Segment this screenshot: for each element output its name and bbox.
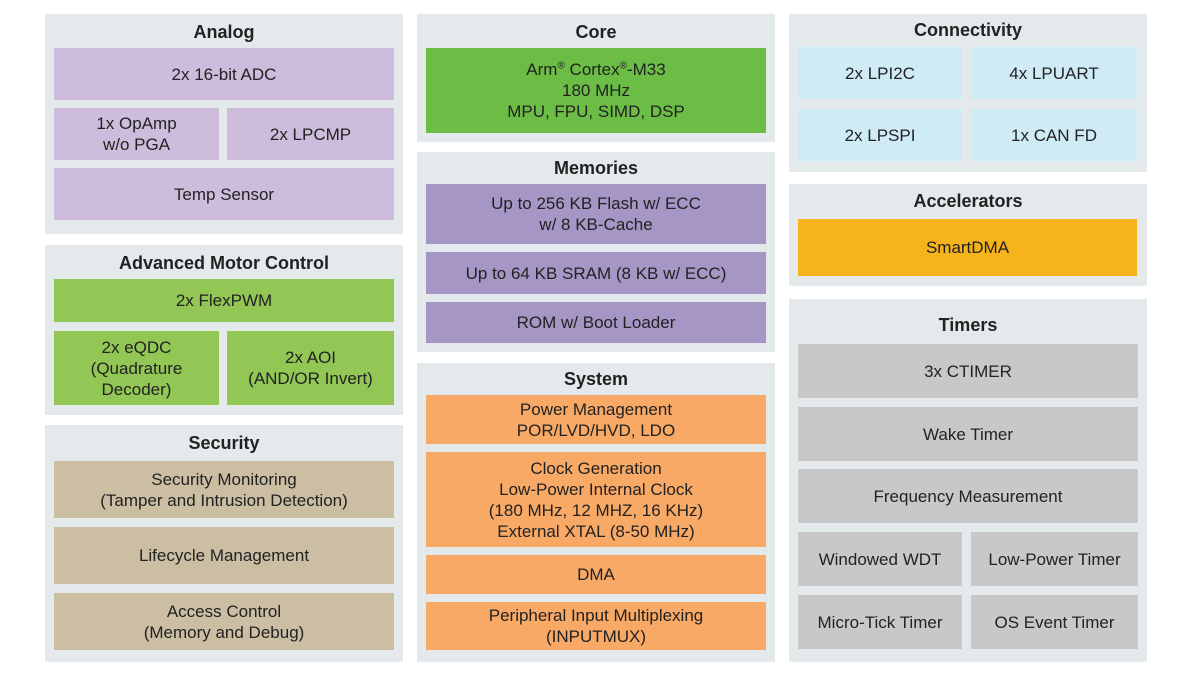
analog-group: Analog 2x 16-bit ADC 1x OpAmp w/o PGA 2x… <box>45 14 403 234</box>
lpi2c-block: 2x LPI2C <box>798 47 962 99</box>
windowed-wdt-block: Windowed WDT <box>798 532 962 586</box>
canfd-block: 1x CAN FD <box>971 109 1137 161</box>
rom-block: ROM w/ Boot Loader <box>426 302 766 343</box>
adc-block: 2x 16-bit ADC <box>54 48 394 100</box>
access-control-block: Access Control (Memory and Debug) <box>54 593 394 650</box>
memories-title: Memories <box>553 158 639 178</box>
lpcmp-block: 2x LPCMP <box>227 108 394 160</box>
timers-title: Timers <box>938 315 998 335</box>
accelerators-group: Accelerators SmartDMA <box>789 184 1147 286</box>
wake-timer-block: Wake Timer <box>798 407 1138 461</box>
security-monitoring-block: Security Monitoring (Tamper and Intrusio… <box>54 461 394 518</box>
cpu-frequency: 180 MHz <box>561 81 631 100</box>
connectivity-title: Connectivity <box>913 20 1023 40</box>
eqdc-block: 2x eQDC (Quadrature Decoder) <box>54 331 219 405</box>
system-title: System <box>563 369 629 389</box>
smartdma-block: SmartDMA <box>798 219 1137 276</box>
cpu-block: Arm® Cortex®-M33 180 MHz MPU, FPU, SIMD,… <box>426 48 766 133</box>
lpspi-block: 2x LPSPI <box>798 109 962 161</box>
inputmux-block: Peripheral Input Multiplexing (INPUTMUX) <box>426 602 766 650</box>
ctimer-block: 3x CTIMER <box>798 344 1138 398</box>
motor-control-title: Advanced Motor Control <box>119 253 329 273</box>
timers-group: Timers 3x CTIMER Wake Timer Frequency Me… <box>789 299 1147 662</box>
clock-generation-block: Clock Generation Low-Power Internal Cloc… <box>426 452 766 547</box>
core-title: Core <box>575 22 617 42</box>
aoi-block: 2x AOI (AND/OR Invert) <box>227 331 394 405</box>
lpuart-block: 4x LPUART <box>971 47 1137 99</box>
low-power-timer-block: Low-Power Timer <box>971 532 1138 586</box>
flash-block: Up to 256 KB Flash w/ ECC w/ 8 KB-Cache <box>426 184 766 244</box>
core-group: Core Arm® Cortex®-M33 180 MHz MPU, FPU, … <box>417 14 775 142</box>
security-title: Security <box>188 433 260 453</box>
frequency-measurement-block: Frequency Measurement <box>798 469 1138 523</box>
flexpwm-block: 2x FlexPWM <box>54 279 394 322</box>
security-group: Security Security Monitoring (Tamper and… <box>45 425 403 662</box>
connectivity-group: Connectivity 2x LPI2C 4x LPUART 2x LPSPI… <box>789 14 1147 172</box>
dma-block: DMA <box>426 555 766 594</box>
cpu-features: MPU, FPU, SIMD, DSP <box>507 102 685 121</box>
analog-title: Analog <box>193 22 255 42</box>
os-event-timer-block: OS Event Timer <box>971 595 1138 649</box>
micro-tick-timer-block: Micro-Tick Timer <box>798 595 962 649</box>
temp-sensor-block: Temp Sensor <box>54 168 394 220</box>
power-management-block: Power Management POR/LVD/HVD, LDO <box>426 395 766 444</box>
sram-block: Up to 64 KB SRAM (8 KB w/ ECC) <box>426 252 766 294</box>
memories-group: Memories Up to 256 KB Flash w/ ECC w/ 8 … <box>417 152 775 352</box>
cpu-name: Arm® Cortex®-M33 <box>526 60 666 79</box>
lifecycle-management-block: Lifecycle Management <box>54 527 394 584</box>
accelerators-title: Accelerators <box>913 191 1023 211</box>
opamp-block: 1x OpAmp w/o PGA <box>54 108 219 160</box>
system-group: System Power Management POR/LVD/HVD, LDO… <box>417 363 775 662</box>
motor-control-group: Advanced Motor Control 2x FlexPWM 2x eQD… <box>45 245 403 415</box>
